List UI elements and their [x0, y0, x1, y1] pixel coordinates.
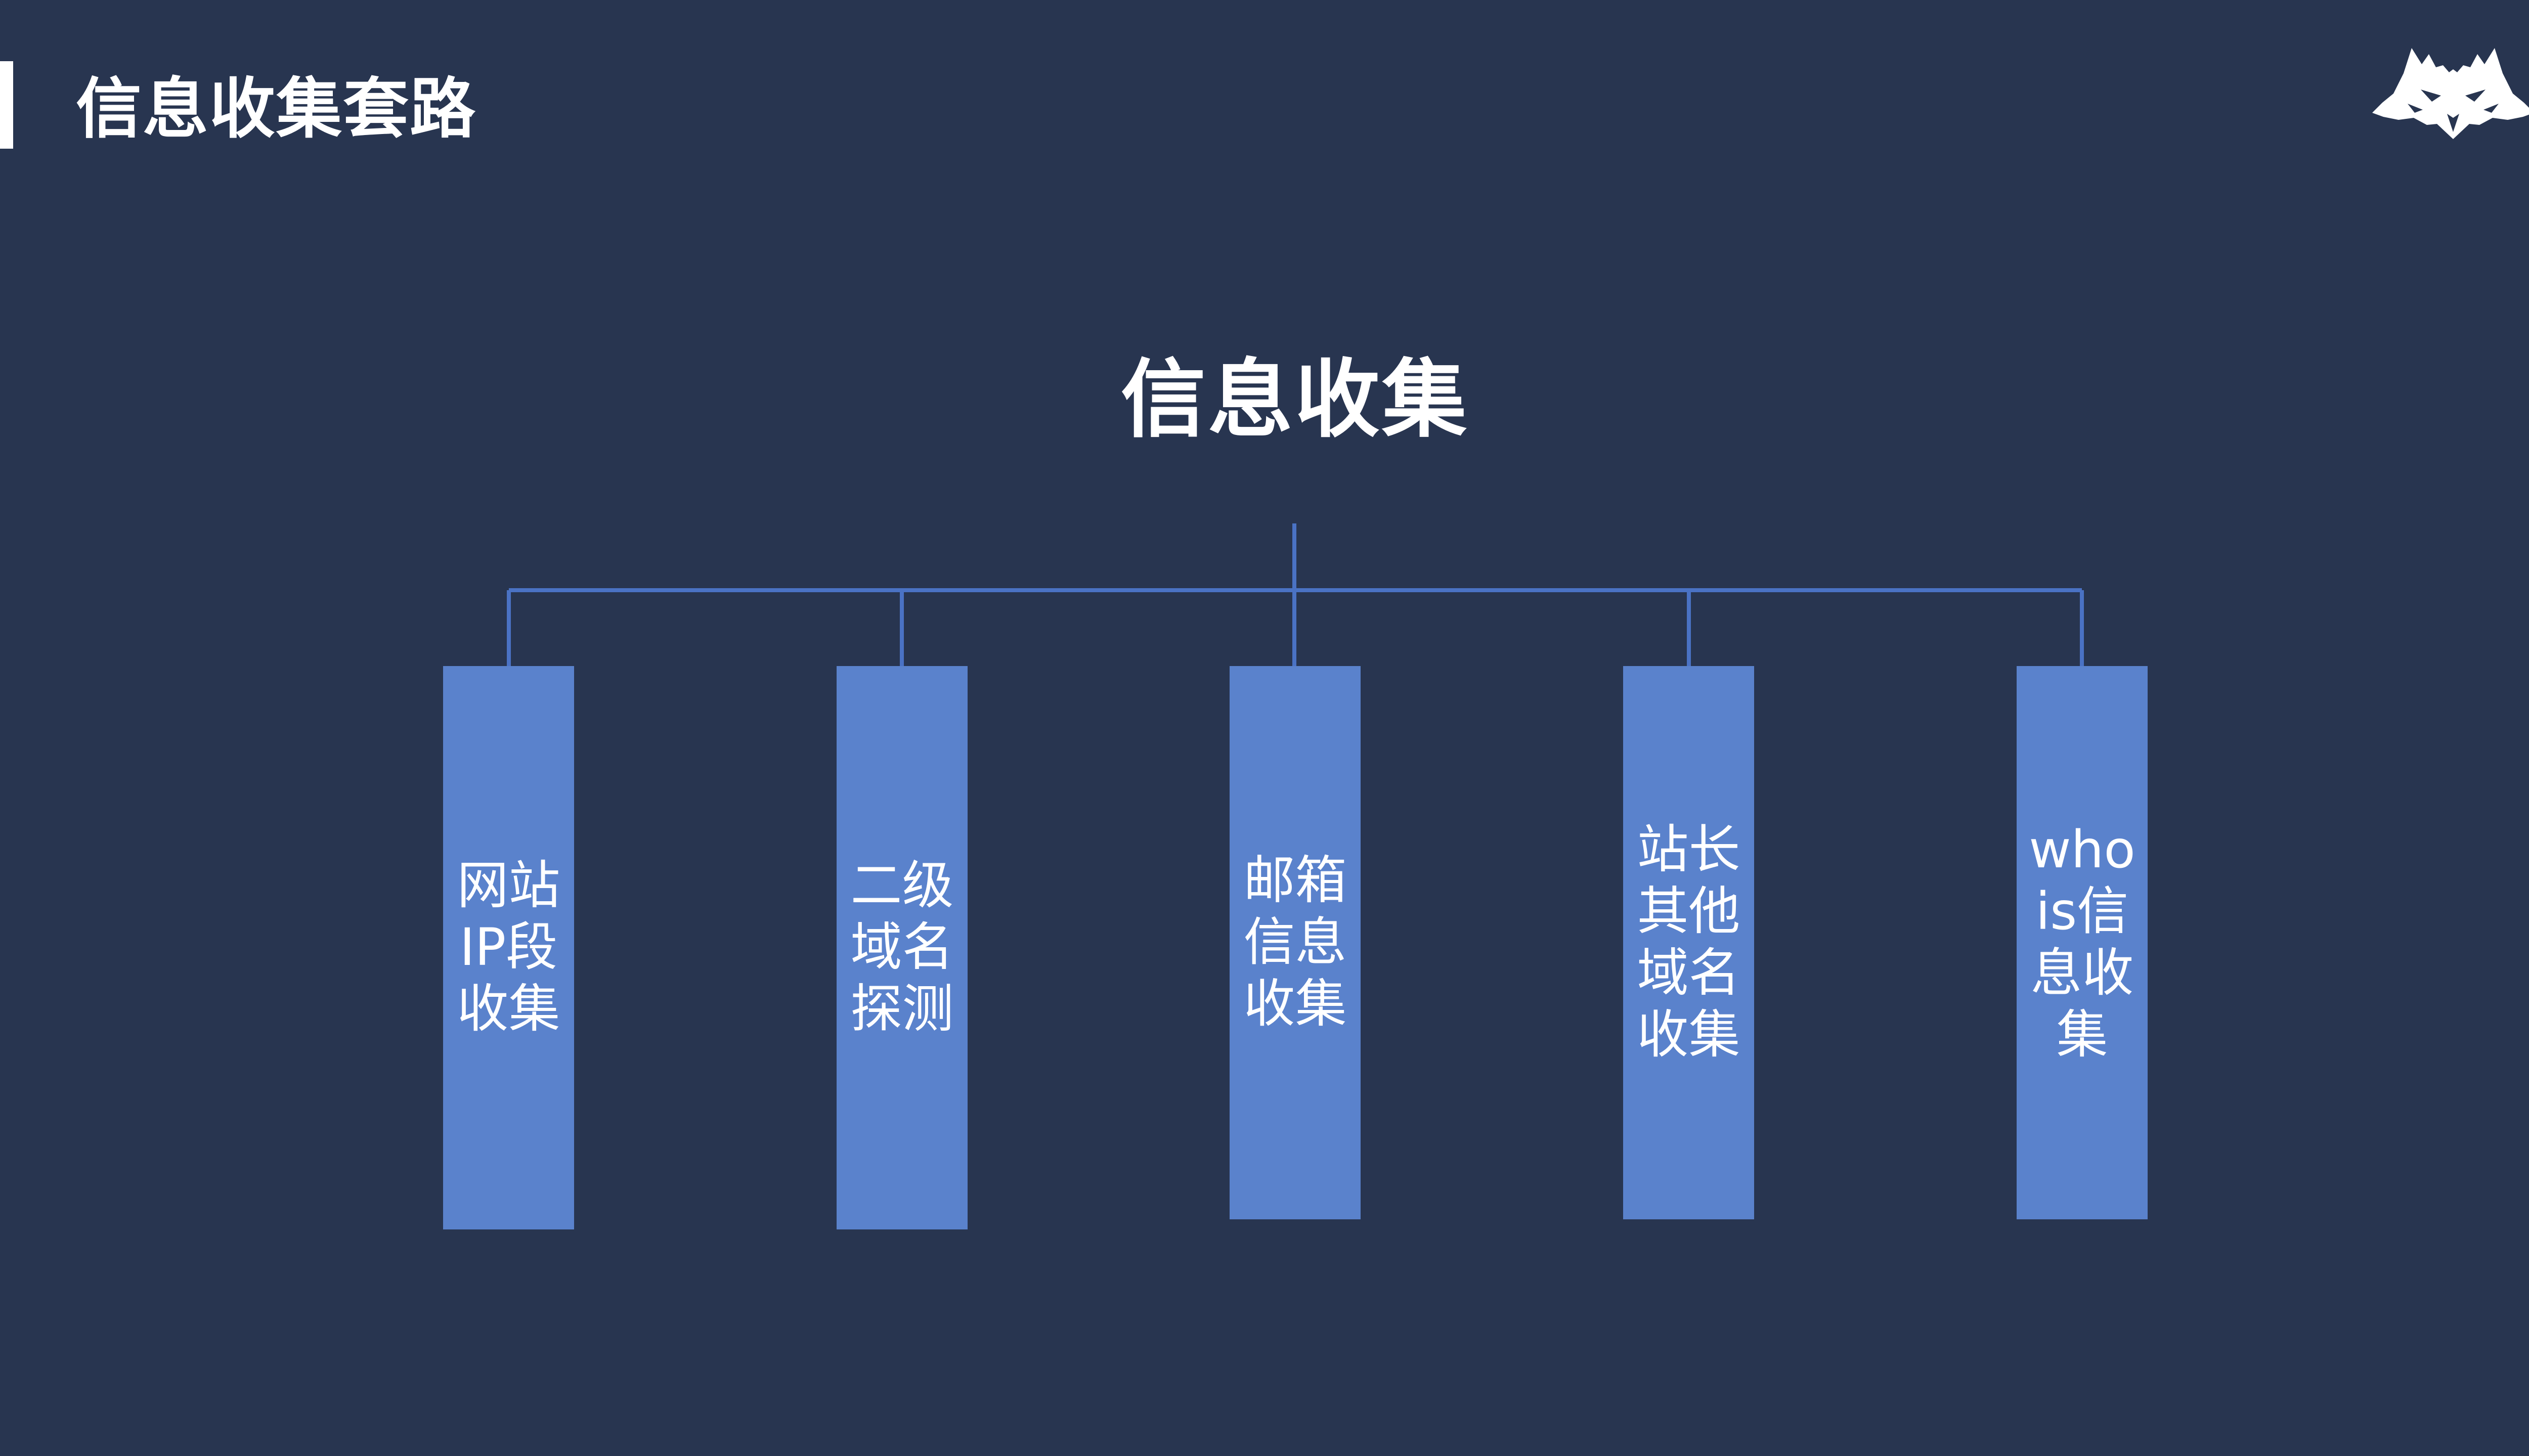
title-accent-bar [0, 61, 13, 149]
diagram-node: 二级域名探测 [837, 666, 968, 1229]
diagram-node-label: whois信息收集 [2029, 820, 2135, 1065]
diagram-node-label: 网站IP段收集 [457, 856, 560, 1039]
diagram-node: 网站IP段收集 [443, 666, 574, 1229]
diagram-root-node: 信息收集 [1121, 350, 1469, 449]
diagram-node-label: 站长其他域名收集 [1637, 820, 1740, 1065]
diagram-node: 邮箱信息收集 [1230, 666, 1361, 1219]
page-title: 信息收集套路 [76, 70, 477, 147]
diagram-node-label: 邮箱信息收集 [1243, 851, 1347, 1034]
diagram-node: whois信息收集 [2017, 666, 2148, 1219]
wolf-head-logo-icon [2372, 48, 2529, 139]
diagram-node-label: 二级域名探测 [850, 856, 954, 1039]
diagram-node: 站长其他域名收集 [1623, 666, 1754, 1219]
